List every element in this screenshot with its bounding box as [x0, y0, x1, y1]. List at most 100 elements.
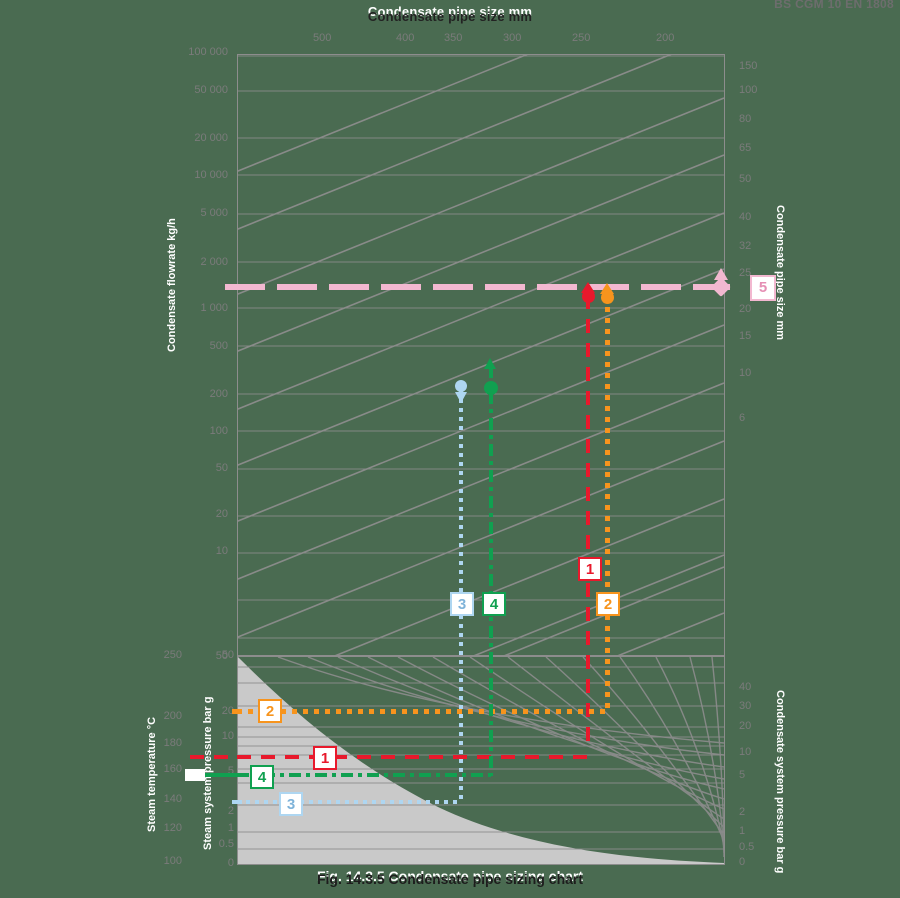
right-tick-150: 150: [739, 60, 758, 72]
cond-pressure-tick-10: 10: [739, 746, 752, 758]
upper-pipe-size-diagonals: [238, 55, 724, 655]
route-4-left-tail: [185, 773, 239, 777]
route-4-marker-label-lower[interactable]: 4: [250, 765, 274, 789]
lower-pressure-curves: [277, 657, 724, 858]
route-3-horizontal-segment: [237, 800, 461, 804]
route-4-horizontal-segment: [237, 773, 491, 777]
right-tick-15: 15: [739, 330, 752, 342]
route-2-marker-label-upper[interactable]: 2: [596, 592, 620, 616]
route-5-pink-line: [225, 284, 730, 290]
left-tick-2000: 2 000: [200, 256, 228, 268]
right-tick-20: 20: [739, 303, 752, 315]
left-tick-500: 500: [209, 340, 228, 352]
top-tick-350: 350: [444, 32, 463, 44]
upper-plot-svg: [238, 55, 724, 655]
cond-pressure-tick-30: 30: [739, 700, 752, 712]
left-tick-bottom-50: 50: [215, 650, 228, 662]
route-3-endpoint-circle: [455, 380, 467, 392]
route-2-endpoint-circle: [601, 291, 614, 304]
route-2-marker-label-lower[interactable]: 2: [258, 699, 282, 723]
flash-steam-shaded-region: [238, 657, 724, 864]
cond-pressure-tick-1: 1: [739, 825, 746, 837]
route-3-arrow-down: [455, 392, 467, 403]
route-1-endpoint-circle: [582, 290, 595, 303]
temp-tick-160: 160: [163, 763, 182, 775]
route-5-marker-label[interactable]: 5: [750, 275, 776, 301]
route-4-axis-pointer: [185, 769, 205, 781]
right-tick-25: 25: [739, 267, 752, 279]
route-4-vertical-segment: [489, 366, 493, 776]
route-3-left-tail: [232, 800, 242, 804]
route-1-left-tail: [190, 755, 238, 759]
route-1-horizontal-segment: [237, 755, 588, 759]
top-tick-500: 500: [313, 32, 332, 44]
left-tick-50000: 50 000: [194, 84, 228, 96]
left-tick-100000: 100 000: [188, 46, 228, 58]
steam-pressure-tick-0: 0: [227, 857, 234, 869]
figure-caption-shadow: Fig. 14.3.5 Condensate pipe sizing chart: [316, 868, 584, 884]
top-tick-250: 250: [572, 32, 591, 44]
right-tick-10: 10: [739, 367, 752, 379]
left-axis-title-flowrate: Condensate flowrate kg/h: [166, 218, 178, 352]
steam-pressure-tick-05: 0.5: [218, 838, 234, 850]
upper-horizontal-gridlines: [238, 55, 724, 639]
cond-pressure-tick-40: 40: [739, 681, 752, 693]
lower-plot-panel: [237, 656, 725, 865]
route-3-marker-label-lower[interactable]: 3: [279, 792, 303, 816]
route-1-marker-label-upper[interactable]: 1: [578, 557, 602, 581]
steam-pressure-tick-5: 5: [227, 765, 234, 777]
route-4-endpoint-circle: [484, 381, 498, 395]
right-tick-100: 100: [739, 84, 758, 96]
right-tick-65: 65: [739, 142, 752, 154]
route-5-left-dot: [714, 281, 726, 293]
figure-caption: Fig. 14.3.5 Condensate pipe sizing chart: [316, 871, 584, 887]
route-1-vertical-segment: [586, 295, 590, 751]
right-tick-50: 50: [739, 173, 752, 185]
route-2-vertical-segment: [605, 296, 610, 711]
left-tick-20000: 20 000: [194, 132, 228, 144]
left-tick-1000: 1 000: [200, 302, 228, 314]
right-tick-32: 32: [739, 240, 752, 252]
cond-pressure-tick-5: 5: [739, 769, 746, 781]
top-tick-300: 300: [503, 32, 522, 44]
steam-pressure-tick-2: 2: [227, 805, 234, 817]
standard-code-label: BS CGM 10 EN 1808: [774, 0, 894, 11]
cond-pressure-tick-05: 0.5: [739, 841, 755, 853]
temp-tick-180: 180: [163, 737, 182, 749]
right-tick-80: 80: [739, 113, 752, 125]
cond-pressure-tick-0: 0: [739, 856, 746, 868]
temp-tick-140: 140: [163, 793, 182, 805]
route-1-marker-label-lower[interactable]: 1: [313, 746, 337, 770]
left-tick-50: 50: [215, 462, 228, 474]
top-axis-title: Condensate pipe size mm: [367, 9, 533, 24]
route-5-arrow-up: [714, 268, 728, 280]
cond-pressure-tick-20: 20: [739, 720, 752, 732]
left-tick-10: 10: [215, 545, 228, 557]
right-axis-title-pipe-size: Condensate pipe size mm: [774, 205, 786, 341]
route-4-arrow-up: [484, 358, 496, 369]
left-tick-5000: 5 000: [200, 207, 228, 219]
route-2-horizontal-segment: [237, 709, 608, 714]
right-tick-40: 40: [739, 211, 752, 223]
left-tick-10000: 10 000: [194, 169, 228, 181]
top-tick-200: 200: [656, 32, 675, 44]
temp-tick-100: 100: [163, 855, 182, 867]
left-tick-100: 100: [209, 425, 228, 437]
route-1-arrow-up: [581, 282, 595, 293]
steam-pressure-tick-20: 20: [221, 705, 234, 717]
lower-plot-svg: [238, 657, 724, 864]
route-2-arrow-up: [600, 283, 614, 294]
left-tick-200: 200: [209, 388, 228, 400]
route-4-marker-label-upper[interactable]: 4: [482, 592, 506, 616]
upper-plot-panel: [237, 54, 725, 656]
steam-pressure-tick-10: 10: [221, 730, 234, 742]
route-3-marker-label-upper[interactable]: 3: [450, 592, 474, 616]
steam-pressure-tick-50: 50: [221, 649, 234, 661]
temp-tick-200: 200: [163, 710, 182, 722]
left-tick-20: 20: [215, 508, 228, 520]
temp-tick-120: 120: [163, 822, 182, 834]
temp-tick-250: 250: [163, 649, 182, 661]
right-tick-6: 6: [739, 412, 746, 424]
right-axis-title-condensate-pressure: Condensate system pressure bar g: [774, 690, 786, 874]
